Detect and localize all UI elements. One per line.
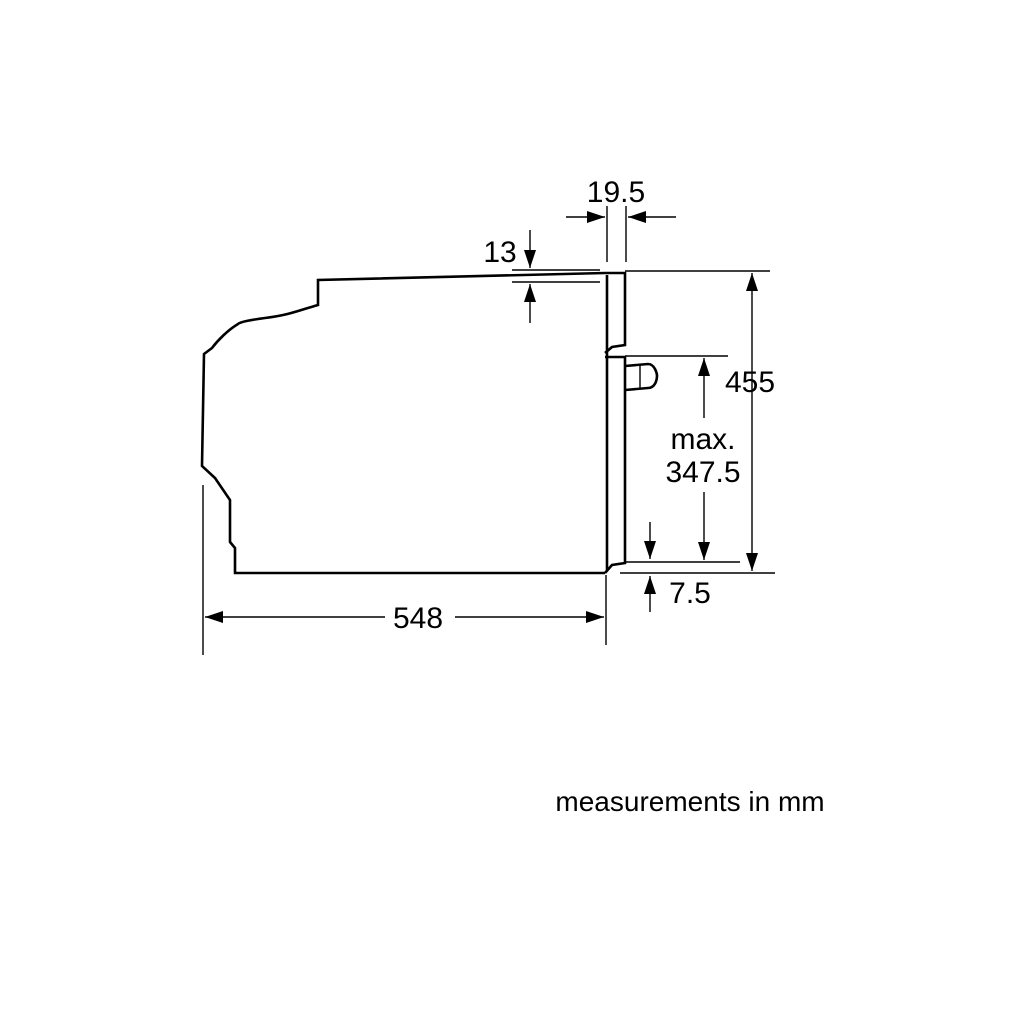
appliance-body-outline: [200, 271, 606, 575]
handle-knob: [624, 362, 659, 392]
top-offset-arrow-up: [524, 284, 536, 302]
height-arrow-bottom: [746, 553, 758, 571]
units-note: measurements in mm: [555, 786, 824, 817]
opening-max-label: max.: [670, 423, 735, 456]
depth-arrow-left: [205, 611, 223, 623]
depth-arrow-right: [586, 611, 604, 623]
bottom-offset-label: 7.5: [669, 577, 711, 610]
panel-thickness-label: 19.5: [587, 176, 645, 209]
bottom-offset-arrow-up: [644, 576, 656, 594]
top-offset-label: 13: [483, 236, 516, 269]
height-label: 455: [725, 366, 775, 399]
panel-arrow-left: [587, 211, 605, 223]
opening-height-label: 347.5: [665, 456, 740, 489]
height-arrow-top: [746, 273, 758, 291]
opening-arrow-bottom: [698, 542, 710, 560]
top-offset-arrow-down: [524, 250, 536, 268]
front-panel-lower: [604, 355, 627, 574]
front-panel-upper: [604, 271, 627, 354]
panel-arrow-right: [628, 211, 646, 223]
depth-label: 548: [393, 602, 443, 635]
opening-arrow-top: [698, 358, 710, 376]
bottom-offset-arrow-down: [644, 541, 656, 559]
